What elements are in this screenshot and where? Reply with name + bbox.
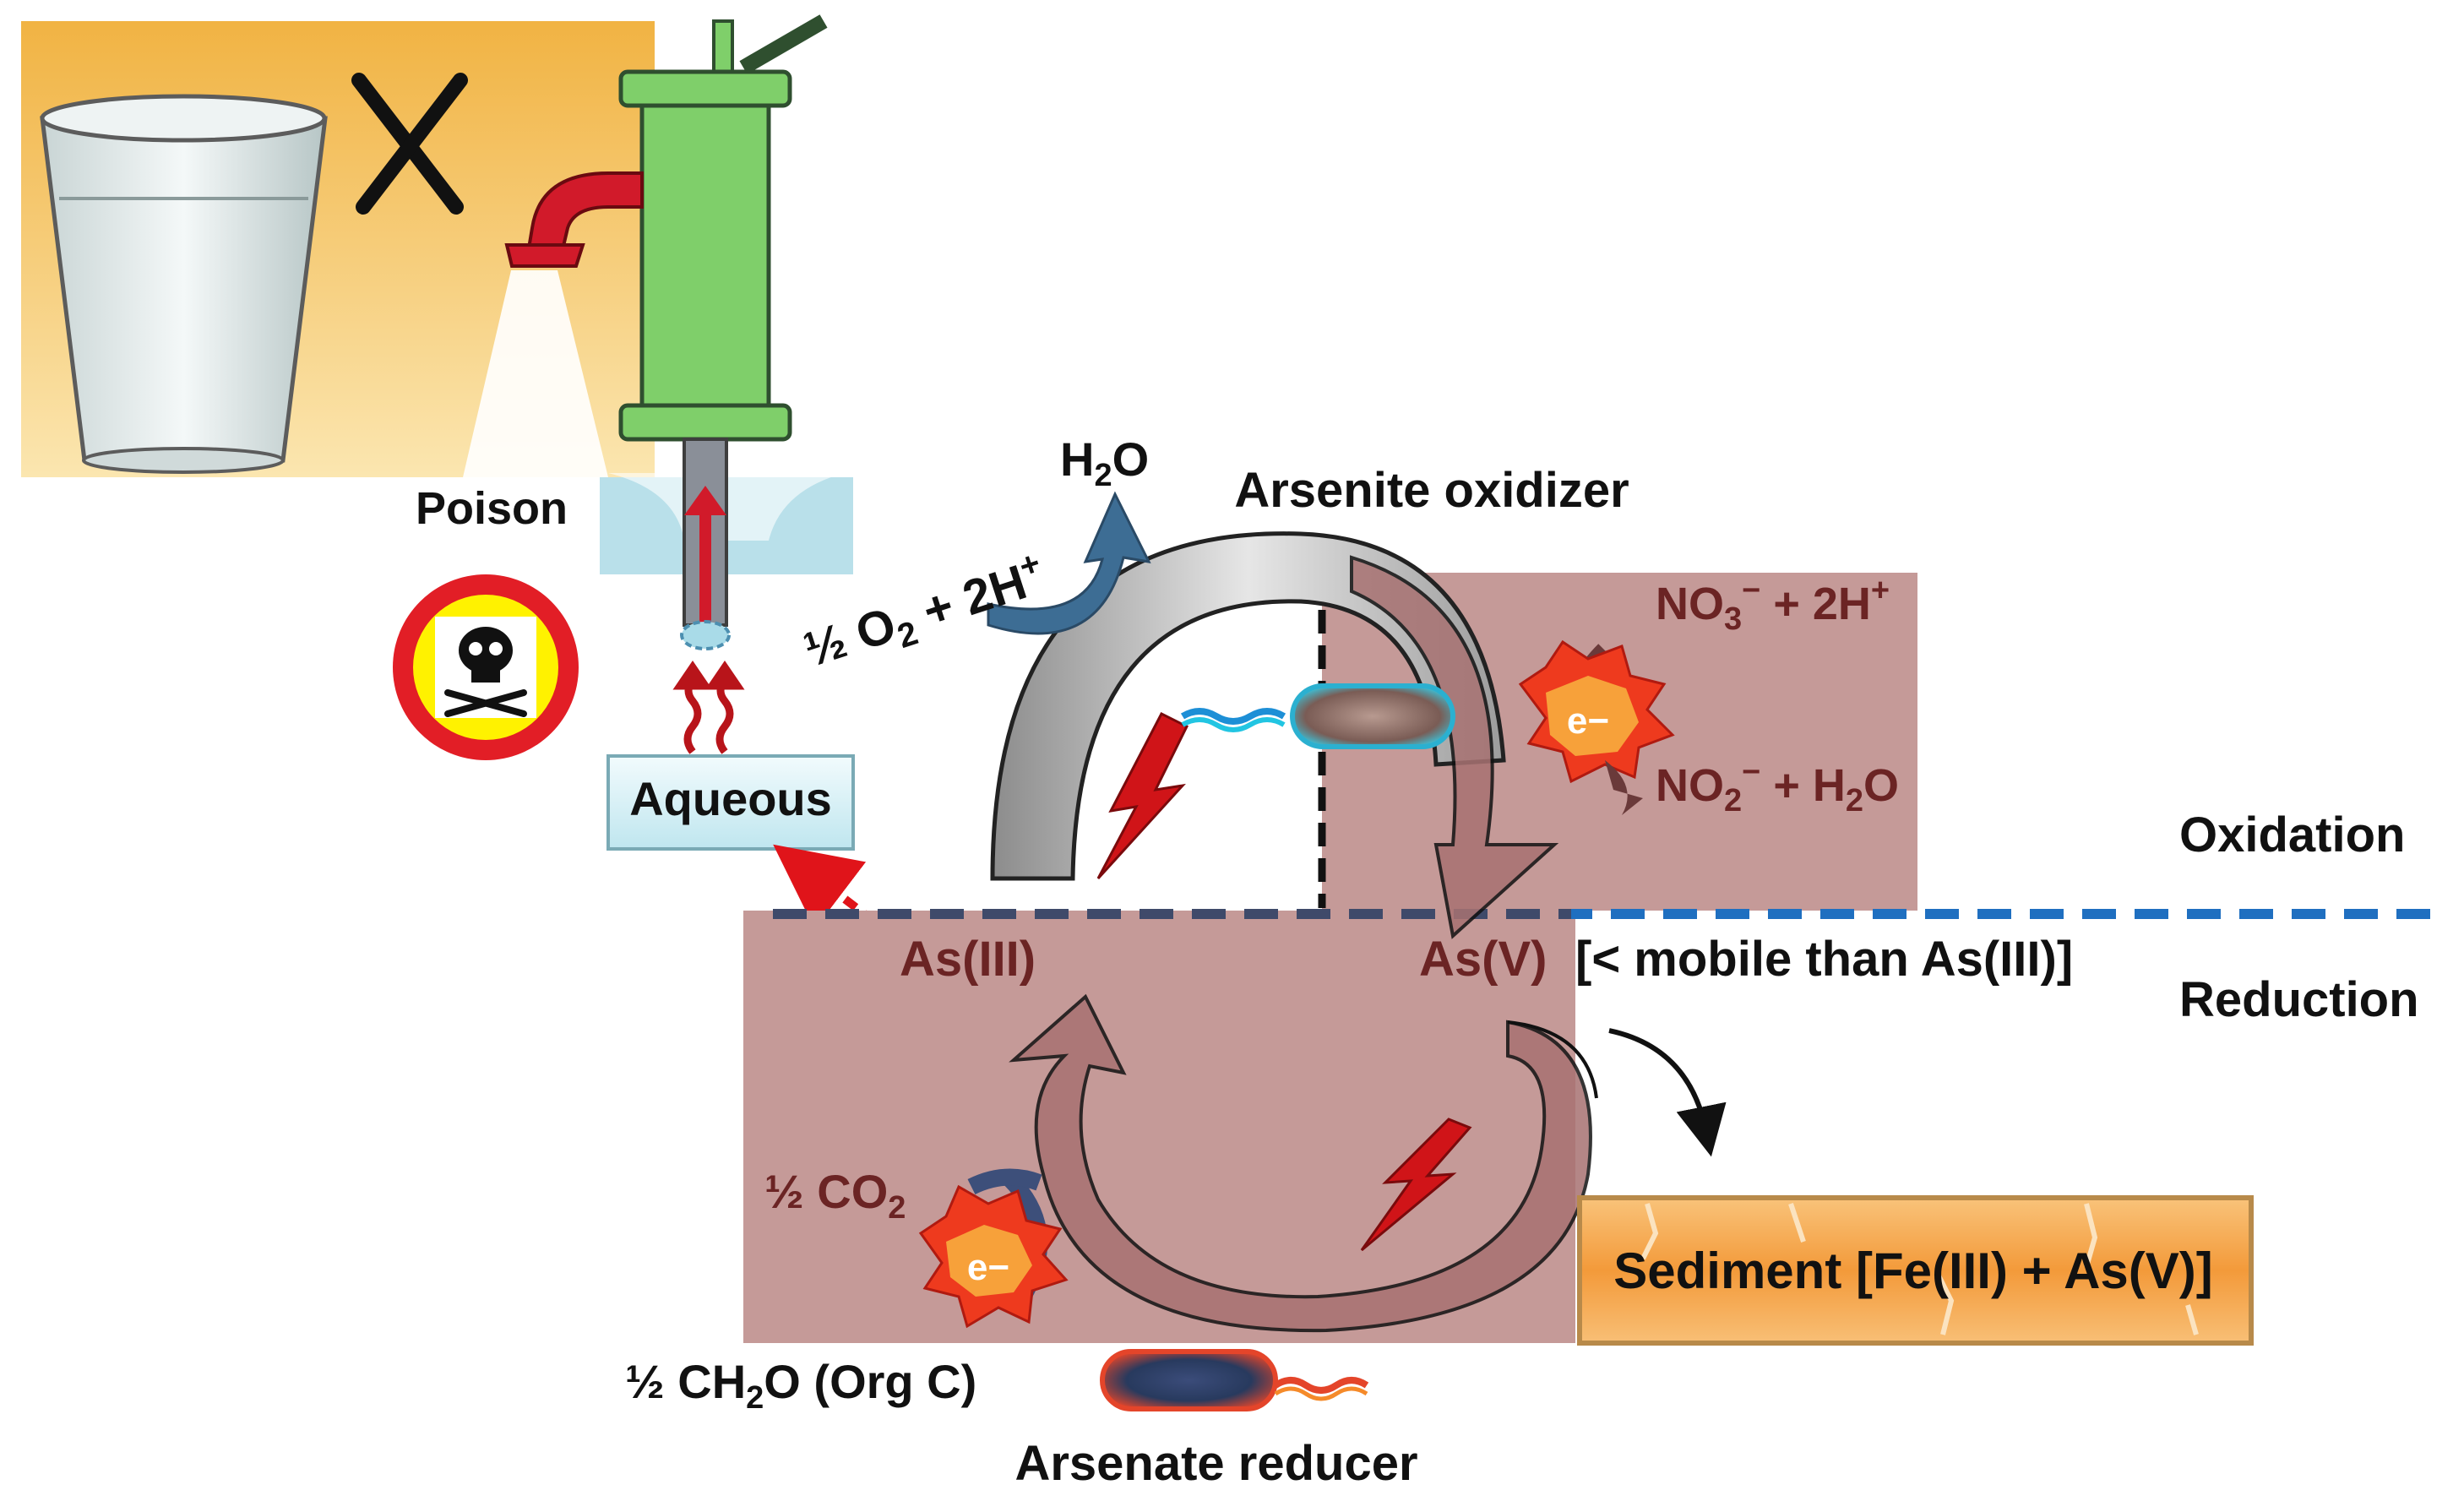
rising-arrows xyxy=(672,661,745,754)
nitrite-label: NO2− + H2O xyxy=(1656,754,1899,819)
poison-label: Poison xyxy=(416,483,568,534)
glass-icon xyxy=(40,94,328,474)
h2o-label: H2O xyxy=(1060,432,1149,493)
arsenite-oxidizer-label: Arsenite oxidizer xyxy=(1234,463,1629,518)
as-iii-label: As(III) xyxy=(900,932,1036,987)
hand-pump-icon xyxy=(504,14,828,442)
nitrate-label: NO3− + 2H+ xyxy=(1656,573,1890,637)
precipitation-arrow xyxy=(1608,1028,1727,1157)
electron-bottom-label: e− xyxy=(967,1247,1009,1288)
reduction-arcs xyxy=(1009,993,1598,1333)
electron-burst-bottom: e− xyxy=(918,1168,1069,1329)
sediment-label: Sediment [Fe(III) + As(V)] xyxy=(1613,1243,2213,1299)
oxygen-arrow xyxy=(987,491,1151,635)
well-pipe xyxy=(680,438,731,650)
org-carbon-label: ½ CH2O (Org C) xyxy=(625,1355,976,1416)
lightning-icon xyxy=(1096,711,1189,880)
aqueous-label: Aqueous xyxy=(629,772,832,825)
reducer-bacterium-icon xyxy=(1100,1349,1369,1411)
reduction-label: Reduction xyxy=(2179,972,2419,1027)
electron-top-label: e− xyxy=(1567,700,1609,742)
co2-label: ½ CO2 xyxy=(764,1165,906,1226)
electron-burst-top: e− xyxy=(1518,639,1675,815)
sediment-box: Sediment [Fe(III) + As(V)] xyxy=(1577,1195,2254,1346)
aqueous-box: Aqueous xyxy=(606,754,855,851)
skull-crossbones-icon xyxy=(393,574,579,760)
as-v-label: As(V) xyxy=(1419,932,1547,987)
mobility-note-label: [< mobile than As(III)] xyxy=(1575,932,2073,987)
oxidation-label: Oxidation xyxy=(2179,808,2405,862)
arsenate-reducer-label: Arsenate reducer xyxy=(1014,1436,1417,1491)
bacterium-icon xyxy=(1180,683,1455,749)
lightning-reducer-icon xyxy=(1360,1118,1472,1252)
well-illustration xyxy=(21,14,828,477)
cross-mark-icon xyxy=(351,73,468,215)
